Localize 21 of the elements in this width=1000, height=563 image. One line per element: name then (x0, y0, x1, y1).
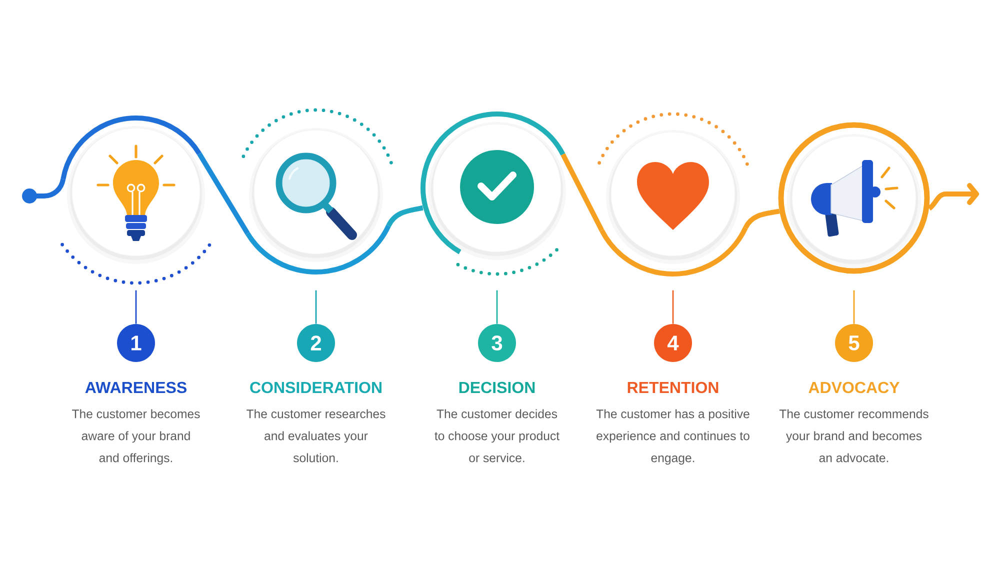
step-title: DECISION (459, 382, 535, 394)
step-title: ADVOCACY (808, 382, 900, 394)
leader-line (496, 290, 498, 324)
leader-line (853, 290, 855, 324)
step-title: AWARENESS (85, 382, 186, 394)
step-title: RETENTION (628, 382, 718, 394)
step-title: CONSIDERATION (250, 382, 382, 394)
path-line (743, 208, 780, 229)
arrow (928, 183, 979, 211)
leader-line (135, 290, 137, 324)
leader-line (672, 290, 674, 324)
step-description: The customer has a positive experience and continues to engage. (596, 409, 750, 465)
path-line (197, 152, 250, 235)
step-description: The customer researches and evaluates your solution. (246, 409, 386, 462)
path-line (22, 178, 66, 204)
step-description: The customer recommends your brand and becomes an advocate. (779, 409, 928, 462)
step-description: The customer becomes aware of your brand and offerings. (72, 409, 200, 465)
path-line (386, 205, 424, 227)
step-description: The customer decides to choose your product or service. (434, 409, 560, 462)
leader-line (315, 290, 317, 324)
path-line (560, 153, 604, 232)
